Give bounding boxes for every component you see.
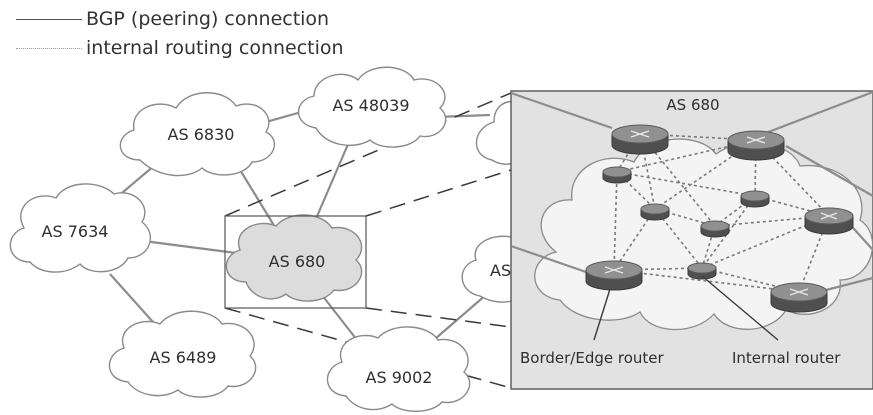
cloud-as9002: AS 9002 — [326, 326, 471, 412]
as-partial-label: AS — [490, 261, 511, 280]
int-link — [616, 171, 756, 197]
internal-router-label: Internal router — [732, 349, 841, 367]
router-internal-2 — [640, 203, 670, 221]
cloud-shape — [119, 92, 276, 177]
int-link — [714, 215, 830, 227]
bgp-link-7634-680 — [135, 238, 237, 255]
router-border-bottom-left — [585, 260, 643, 291]
zoom-projection-lines — [224, 92, 512, 389]
router-arrows — [630, 130, 650, 138]
cloud-as6830: AS 6830 — [119, 92, 276, 177]
as9002-label: AS 9002 — [366, 368, 433, 387]
zoom-line-bottom-right — [365, 307, 512, 328]
int-link — [701, 267, 800, 293]
legend-internal-line-swatch — [16, 47, 82, 49]
cloud-shape — [475, 100, 516, 165]
router-top — [687, 262, 717, 274]
ext-link-3 — [785, 145, 873, 197]
router-top — [700, 220, 730, 232]
cloud-as680: AS 680 — [225, 214, 363, 302]
router-border-bottom-right — [770, 282, 828, 313]
cloud-shape — [225, 214, 363, 302]
router-border-top-left — [611, 124, 669, 155]
zoom-panel: AS 680 Border/Edge router Internal route… — [510, 90, 873, 390]
router-arrows — [604, 266, 624, 274]
ext-link-2 — [757, 91, 873, 138]
cloud-as7634: AS 7634 — [9, 183, 152, 273]
ext-link-5 — [825, 276, 873, 292]
cloud-shape — [461, 235, 516, 303]
border-router-leader — [593, 288, 611, 341]
legend-bgp-line-swatch — [16, 18, 82, 20]
legend-internal: internal routing connection — [16, 37, 344, 59]
as6489-label: AS 6489 — [150, 348, 217, 367]
int-link — [654, 208, 716, 227]
router-top — [602, 166, 632, 178]
as6830-label: AS 6830 — [168, 125, 235, 144]
cloud-shape — [9, 183, 152, 273]
router-internal-1 — [602, 166, 632, 184]
zoom-title: AS 680 — [666, 96, 719, 114]
cloud-shape — [298, 66, 447, 148]
as48039-label: AS 48039 — [332, 96, 409, 115]
cloud-as-partial-mid: AS — [461, 235, 516, 303]
cloud-shape — [326, 326, 471, 412]
as7634-label: AS 7634 — [42, 222, 109, 241]
router-top — [640, 203, 670, 215]
router-border-right — [804, 207, 854, 235]
router-border-top-right — [727, 130, 785, 161]
legend: BGP (peering) connection internal routin… — [16, 6, 376, 62]
router-top — [740, 190, 770, 202]
bgp-link-48039-680 — [310, 134, 354, 229]
int-link — [701, 215, 830, 269]
zoom-internal-links — [613, 133, 830, 293]
legend-bgp-label: BGP (peering) connection — [86, 8, 330, 30]
router-internal-4 — [740, 190, 770, 208]
zoom-line-top-right — [365, 169, 512, 217]
router-internal-5 — [687, 262, 717, 280]
zoom-line-top-left — [224, 92, 512, 217]
as680-label: AS 680 — [269, 252, 326, 271]
ext-link-6 — [511, 244, 587, 274]
cloud-as6489: AS 6489 — [108, 310, 257, 398]
int-link — [613, 269, 800, 293]
cloud-as-partial-top — [475, 100, 516, 165]
internal-router-leader — [701, 275, 779, 341]
border-router-label: Border/Edge router — [520, 349, 664, 367]
legend-internal-label: internal routing connection — [86, 37, 344, 59]
bgp-link-7634-6489 — [109, 273, 154, 323]
router-internal-3 — [700, 220, 730, 238]
int-link — [613, 171, 618, 271]
ext-link-1 — [511, 91, 613, 130]
bgp-link-9002-partial — [427, 293, 488, 346]
legend-bgp: BGP (peering) connection — [16, 8, 329, 30]
router-arrows — [820, 212, 838, 220]
zoom-selection-box — [224, 215, 367, 309]
bgp-link-6830-680 — [236, 164, 279, 233]
router-arrows — [789, 288, 809, 296]
int-link — [714, 195, 756, 227]
cloud-as48039: AS 48039 — [298, 66, 447, 148]
cloud-shape — [108, 310, 257, 398]
router-arrows — [746, 136, 766, 144]
